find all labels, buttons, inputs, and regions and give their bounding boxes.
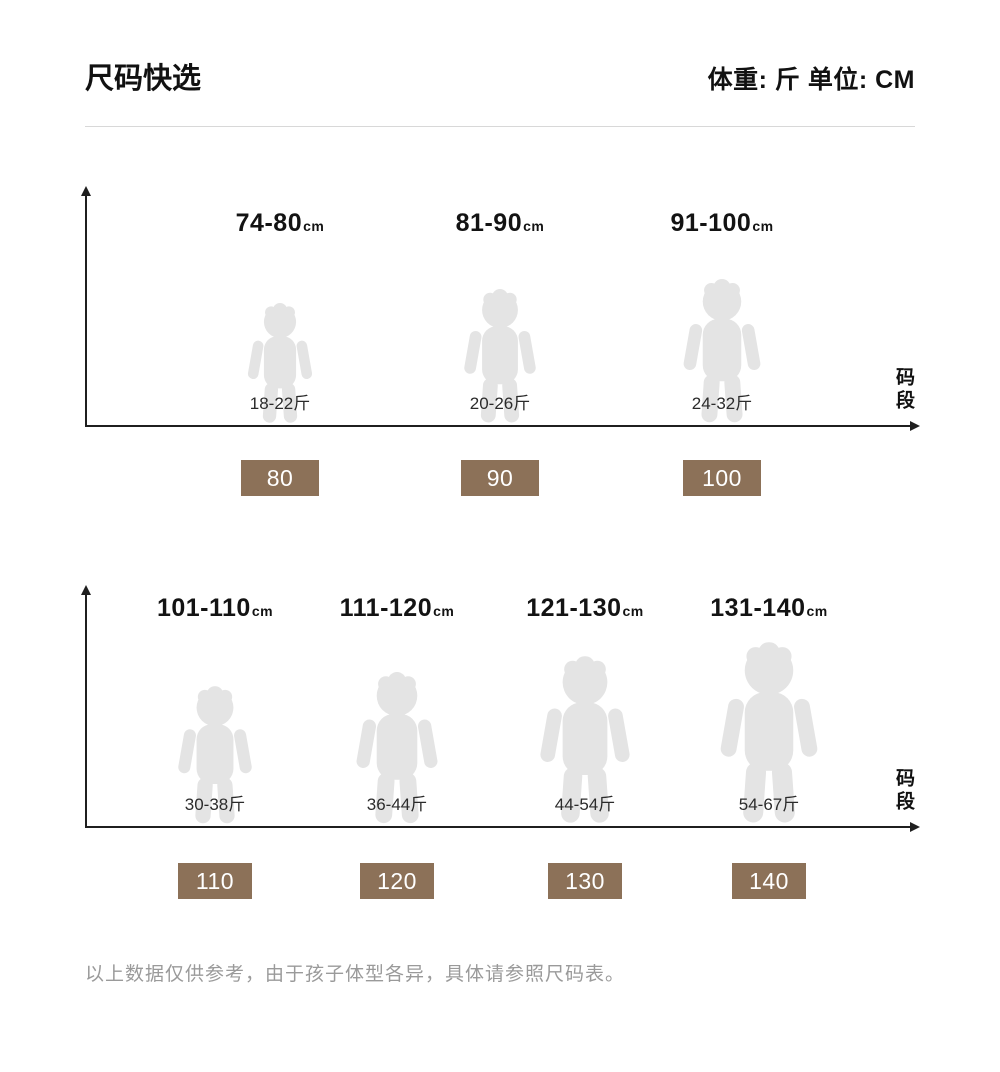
height-range-label: 131-140cm: [689, 594, 849, 623]
height-range-value: 74-80: [235, 209, 303, 238]
disclaimer-note: 以上数据仅供参考，由于孩子体型各异，具体请参照尺码表。: [85, 964, 626, 986]
height-unit: cm: [303, 218, 325, 235]
page-title: 尺码快选: [85, 63, 202, 95]
height-range-label: 91-100cm: [642, 209, 802, 238]
x-axis-2: [85, 822, 920, 833]
x-axis-1: [85, 421, 920, 432]
weight-range-label: 36-44斤: [366, 795, 428, 815]
size-column-110: 101-110cm 30-38斤: [135, 586, 295, 828]
weight-range-label: 18-22斤: [249, 394, 311, 414]
height-range-label: 81-90cm: [420, 209, 580, 238]
height-range-label: 101-110cm: [135, 594, 295, 623]
size-column-120: 111-120cm 36-44斤: [317, 586, 477, 828]
height-range-value: 81-90: [455, 209, 523, 238]
size-chart-row-1: 码段 74-80cm 18-22斤 81-90cm 20-26斤 91-100c…: [81, 186, 920, 497]
size-column-130: 121-130cm 44-54斤: [505, 586, 665, 828]
axis-label-1: 码段: [893, 367, 914, 414]
size-badge-90: 90: [461, 460, 539, 497]
size-badge-110: 110: [178, 863, 252, 900]
size-chart-row-2: 码段 101-110cm 30-38斤 111-120cm 36-44斤 121…: [81, 585, 920, 900]
size-column-90: 81-90cm 20-26斤: [420, 187, 580, 427]
height-unit: cm: [806, 603, 828, 620]
size-badge-120: 120: [360, 863, 434, 900]
height-unit: cm: [752, 218, 774, 235]
size-column-80: 74-80cm 18-22斤: [200, 187, 360, 427]
header-divider: [85, 126, 915, 128]
plot-area-1: 码段 74-80cm 18-22斤 81-90cm 20-26斤 91-100c…: [81, 186, 920, 432]
height-unit: cm: [523, 218, 545, 235]
size-badge-label: 130: [565, 867, 605, 894]
size-badge-label: 80: [266, 464, 294, 491]
size-badge-label: 90: [486, 464, 514, 491]
size-badge-80: 80: [241, 460, 319, 497]
height-range-value: 121-130: [526, 594, 622, 623]
badge-row-1: 80 90 100: [85, 460, 915, 497]
unit-note: 体重: 斤 单位: CM: [707, 66, 915, 94]
height-range-value: 111-120: [339, 594, 433, 623]
y-axis-1: [81, 186, 91, 428]
y-axis-2: [81, 585, 91, 829]
height-range-label: 74-80cm: [200, 209, 360, 238]
size-column-140: 131-140cm 54-67斤: [689, 586, 849, 828]
height-unit: cm: [433, 603, 455, 620]
weight-range-label: 54-67斤: [738, 795, 800, 815]
weight-range-label: 20-26斤: [469, 394, 531, 414]
size-badge-label: 110: [195, 867, 235, 894]
header: 尺码快选 体重: 斤 单位: CM: [85, 0, 915, 95]
size-badge-100: 100: [683, 460, 761, 497]
size-badge-130: 130: [548, 863, 622, 900]
height-range-value: 91-100: [670, 209, 752, 238]
size-badge-label: 140: [749, 867, 789, 894]
size-badge-140: 140: [732, 863, 806, 900]
weight-range-label: 24-32斤: [691, 394, 753, 414]
height-unit: cm: [622, 603, 644, 620]
height-range-label: 121-130cm: [505, 594, 665, 623]
height-range-label: 111-120cm: [317, 594, 477, 623]
badge-row-2: 110 120 130 140: [85, 863, 915, 900]
height-range-value: 101-110: [156, 594, 251, 623]
plot-area-2: 码段 101-110cm 30-38斤 111-120cm 36-44斤 121…: [81, 585, 920, 833]
axis-label-2: 码段: [893, 768, 914, 815]
weight-range-label: 44-54斤: [554, 795, 616, 815]
size-column-100: 91-100cm 24-32斤: [642, 187, 802, 427]
size-badge-label: 120: [377, 867, 417, 894]
size-badge-label: 100: [702, 464, 742, 491]
height-range-value: 131-140: [710, 594, 806, 623]
weight-range-label: 30-38斤: [184, 795, 246, 815]
height-unit: cm: [251, 603, 274, 620]
